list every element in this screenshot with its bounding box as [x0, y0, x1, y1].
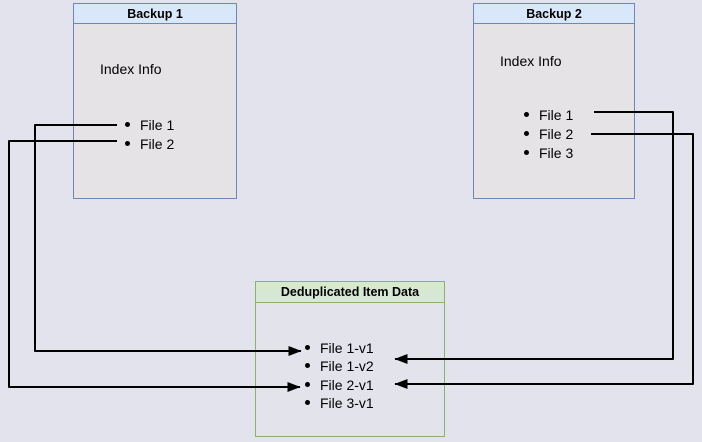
backup1-file-list: File 1 File 2 — [125, 115, 174, 153]
bullet-icon — [305, 400, 310, 406]
backup2-title: Backup 2 — [474, 4, 634, 24]
file-label: File 3 — [539, 145, 574, 161]
backup2-index-info-label: Index Info — [500, 53, 562, 69]
list-item: File 1 — [524, 105, 573, 124]
backup1-title: Backup 1 — [74, 4, 236, 24]
list-item: File 2-v1 — [305, 375, 374, 394]
file-label: File 2 — [140, 136, 175, 152]
file-version-label: File 3-v1 — [320, 395, 374, 412]
bullet-icon — [125, 141, 130, 146]
backup2-file-list: File 1 File 2 File 3 — [524, 105, 573, 162]
list-item: File 1-v2 — [305, 357, 374, 376]
backup1-index-info-label: Index Info — [100, 61, 162, 77]
backup1-box: Backup 1 Index Info File 1 File 2 — [73, 3, 237, 199]
backup2-box: Backup 2 Index Info File 1 File 2 File 3 — [473, 3, 635, 199]
list-item: File 2 — [524, 124, 573, 143]
bullet-icon — [125, 122, 130, 127]
bullet-icon — [305, 344, 310, 350]
bullet-icon — [524, 150, 529, 155]
dedup-file-list: File 1-v1 File 1-v2 File 2-v1 File 3-v1 — [305, 338, 374, 412]
list-item: File 3 — [524, 143, 573, 162]
list-item: File 1-v1 — [305, 338, 374, 357]
list-item: File 1 — [125, 115, 174, 134]
dedup-title: Deduplicated Item Data — [256, 282, 444, 303]
deduplicated-item-data-box: Deduplicated Item Data File 1-v1 File 1-… — [255, 281, 445, 437]
file-version-label: File 1-v2 — [320, 358, 374, 375]
bullet-icon — [524, 112, 529, 117]
bullet-icon — [524, 131, 529, 136]
file-label: File 2 — [539, 126, 574, 142]
file-label: File 1 — [539, 107, 574, 123]
list-item: File 3-v1 — [305, 394, 374, 413]
bullet-icon — [305, 381, 310, 387]
file-version-label: File 2-v1 — [320, 376, 374, 393]
file-version-label: File 1-v1 — [320, 339, 374, 356]
bullet-icon — [305, 363, 310, 369]
list-item: File 2 — [125, 134, 174, 153]
file-label: File 1 — [140, 117, 175, 133]
